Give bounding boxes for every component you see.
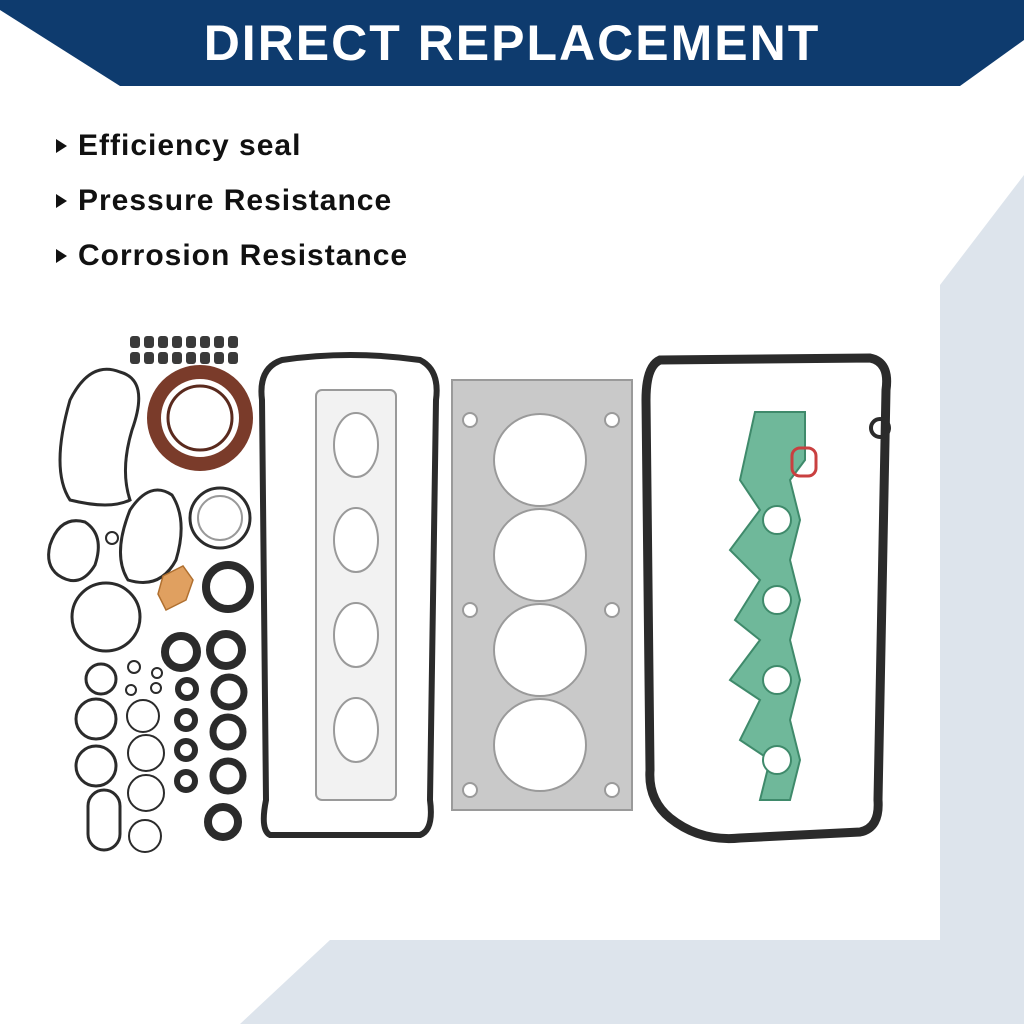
feature-label: Corrosion Resistance <box>78 238 409 272</box>
feature-item: Corrosion Resistance <box>56 228 408 283</box>
feature-list: Efficiency seal Pressure Resistance Corr… <box>56 118 408 283</box>
triangle-right-icon <box>56 193 67 208</box>
head-gasket <box>451 379 633 811</box>
feature-item: Pressure Resistance <box>56 173 408 228</box>
header-banner <box>0 0 1024 86</box>
valve-stem-seals <box>130 336 238 364</box>
page-title: DIRECT REPLACEMENT <box>203 15 821 71</box>
feature-label: Efficiency seal <box>78 128 302 162</box>
intake-manifold-gasket <box>728 411 806 801</box>
crank-seal <box>147 365 253 471</box>
oil-pan-gasket <box>641 353 892 844</box>
feature-label: Pressure Resistance <box>78 183 393 217</box>
feature-item: Efficiency seal <box>56 118 408 173</box>
gasket-kit-image <box>47 336 892 853</box>
valve-cover-gasket <box>258 352 440 838</box>
triangle-right-icon <box>56 248 67 263</box>
triangle-right-icon <box>56 138 67 153</box>
exhaust-manifold-gasket <box>315 389 397 801</box>
